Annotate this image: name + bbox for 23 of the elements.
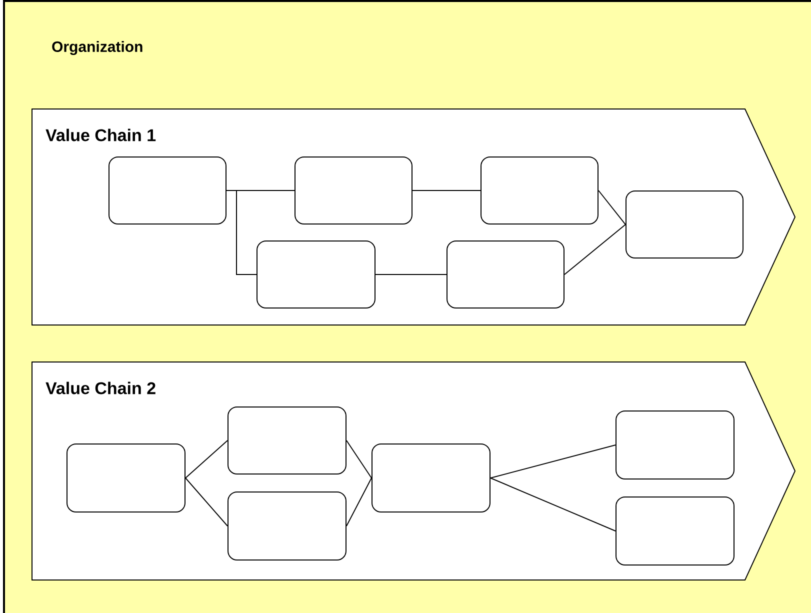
connector-line [412, 190, 481, 191]
connector-line [185, 440, 228, 478]
process-box [108, 156, 226, 224]
connector-line [598, 190, 626, 225]
process-box [626, 190, 744, 258]
connector-line [564, 224, 626, 275]
connector-line [226, 190, 257, 275]
connector-line [375, 274, 447, 275]
process-box [294, 156, 412, 224]
connector-line [490, 444, 616, 478]
connector-line [346, 478, 372, 526]
process-box [228, 406, 346, 474]
process-box [480, 156, 598, 224]
connector-line [346, 440, 372, 478]
process-box [66, 444, 186, 512]
connector-line [490, 478, 616, 532]
process-box [372, 444, 490, 512]
process-box [616, 410, 734, 480]
process-box [616, 496, 734, 566]
process-box [228, 492, 346, 560]
connector-line [185, 478, 228, 526]
process-box [446, 240, 564, 308]
process-box [256, 240, 376, 308]
